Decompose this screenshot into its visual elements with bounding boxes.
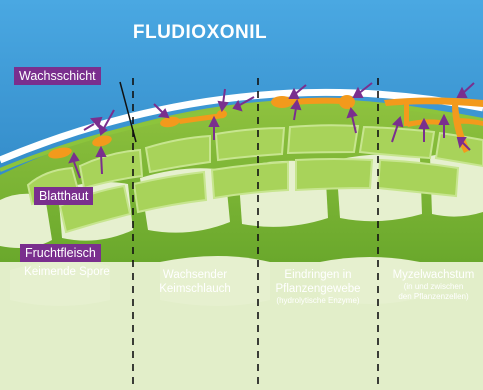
stage-1-line-1: Keimende Spore [24,266,110,278]
stage-3-line-2: Pflanzengewebe [275,283,360,295]
stage-label-2: Wachsender Keimschlauch [134,268,256,296]
flesh-label: Fruchtfleisch [20,244,101,262]
diagram-title: FLUDIOXONIL [0,22,400,44]
stage-4-sub-1: (in und zwischen [384,282,483,292]
stage-3-line-1: Eindringen in [284,269,351,281]
stage-4-sub-2: den Pflanzenzellen) [384,292,483,302]
stage-label-3: Eindringen in Pflanzengewebe (hydrolytis… [252,268,384,306]
stage-2-line-2: Keimschlauch [159,283,231,295]
cuticle-label: Blatthaut [34,187,93,205]
stage-label-1: Keimende Spore [2,265,132,279]
wax-layer-label: Wachsschicht [14,67,101,85]
stage-4-line-1: Myzelwachstum [393,269,475,281]
stage-3-sub: (hydrolytische Enzyme) [252,296,384,306]
stage-2-line-1: Wachsender [163,269,227,281]
stage-label-4: Myzelwachstum (in und zwischen den Pflan… [384,268,483,302]
